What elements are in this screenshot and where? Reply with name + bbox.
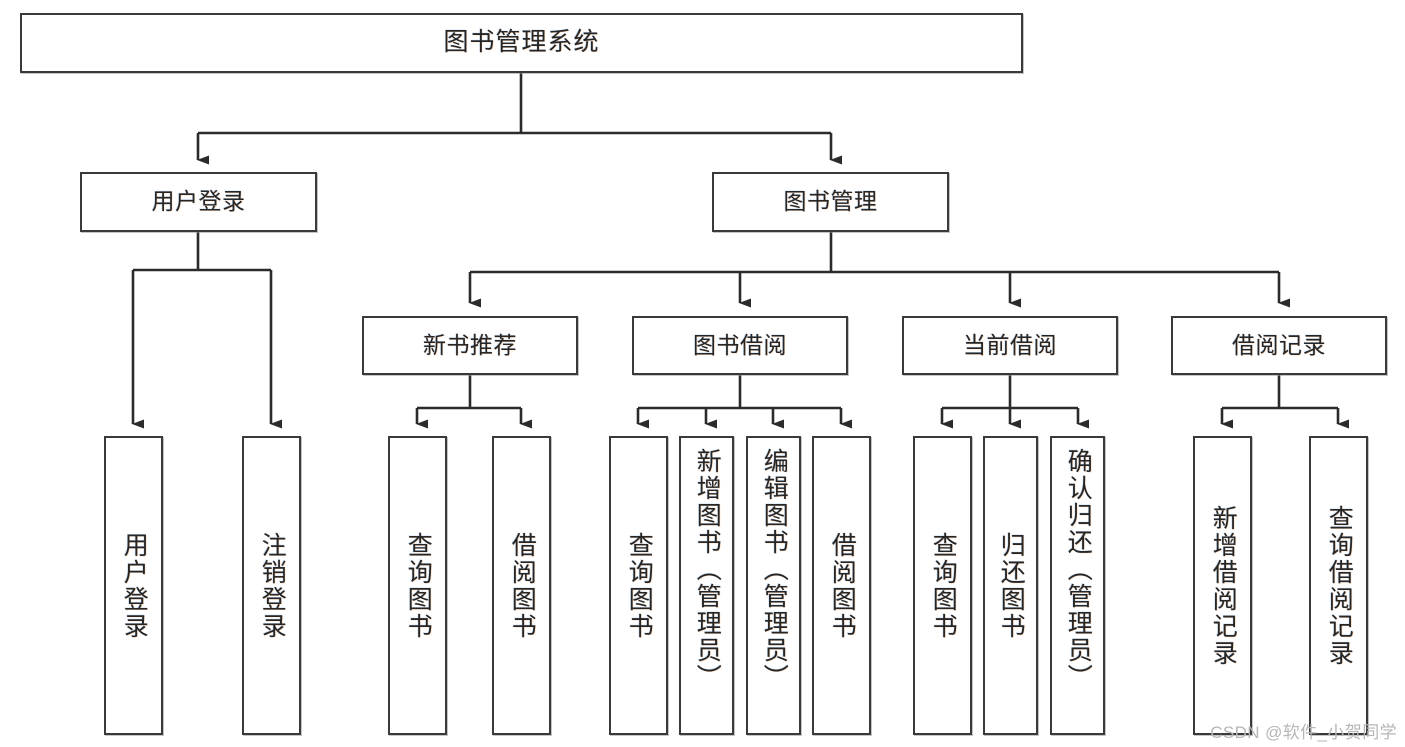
leaf-query-book-borrow[interactable]: 查询图书 [609, 436, 668, 735]
node-label: 新书推荐 [423, 331, 517, 358]
node-label: 借阅图书 [508, 531, 537, 640]
node-label: 借阅记录 [1232, 331, 1326, 358]
node-book-borrow[interactable]: 图书借阅 [632, 316, 848, 375]
leaf-add-borrow-record[interactable]: 新增借阅记录 [1193, 436, 1252, 735]
node-label: 确认归还（管理员） [1064, 448, 1093, 691]
node-label: 编辑图书（管理员） [760, 448, 789, 691]
leaf-query-borrow-record[interactable]: 查询借阅记录 [1309, 436, 1368, 735]
leaf-logout-login[interactable]: 注销登录 [242, 436, 301, 735]
node-label: 图书管理系统 [443, 28, 600, 57]
node-label: 用户登录 [120, 531, 149, 640]
node-label: 图书借阅 [693, 331, 787, 358]
node-root-system[interactable]: 图书管理系统 [20, 13, 1023, 73]
node-label: 借阅图书 [828, 531, 857, 640]
node-label: 查询图书 [404, 531, 433, 640]
leaf-query-book-current[interactable]: 查询图书 [913, 436, 972, 735]
leaf-add-book[interactable]: 新增图书（管理员） [679, 436, 734, 735]
node-label: 新增图书（管理员） [693, 448, 722, 691]
leaf-borrow-book-recommend[interactable]: 借阅图书 [492, 436, 551, 735]
node-current-borrow[interactable]: 当前借阅 [902, 316, 1118, 375]
leaf-user-login[interactable]: 用户登录 [104, 436, 163, 735]
node-label: 图书管理 [783, 188, 878, 215]
watermark: CSDN @软件_小贺同学 [1210, 723, 1397, 742]
node-label: 查询借阅记录 [1325, 504, 1354, 667]
node-label: 注销登录 [258, 531, 287, 640]
leaf-borrow-book[interactable]: 借阅图书 [812, 436, 871, 735]
node-label: 当前借阅 [963, 331, 1057, 358]
leaf-confirm-return[interactable]: 确认归还（管理员） [1050, 436, 1105, 735]
node-book-management[interactable]: 图书管理 [712, 172, 949, 232]
node-user-login[interactable]: 用户登录 [80, 172, 317, 232]
node-label: 查询图书 [625, 531, 654, 640]
node-label: 新增借阅记录 [1209, 504, 1238, 667]
node-label: 查询图书 [929, 531, 958, 640]
leaf-return-book[interactable]: 归还图书 [983, 436, 1038, 735]
node-label: 归还图书 [997, 531, 1026, 640]
node-new-book-recommend[interactable]: 新书推荐 [362, 316, 578, 375]
leaf-edit-book[interactable]: 编辑图书（管理员） [746, 436, 801, 735]
leaf-query-book-recommend[interactable]: 查询图书 [388, 436, 447, 735]
node-label: 用户登录 [151, 188, 246, 215]
node-borrow-record[interactable]: 借阅记录 [1171, 316, 1387, 375]
